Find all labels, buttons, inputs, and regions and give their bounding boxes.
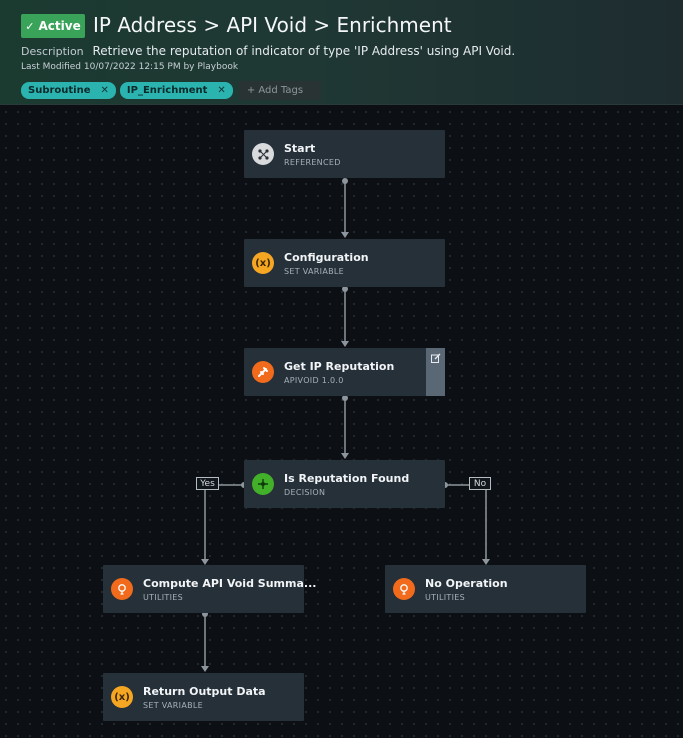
last-modified: Last Modified 10/07/2022 12:15 PM by Pla… [21,62,239,72]
tag-ip-enrichment[interactable]: IP_Enrichment ✕ [119,82,233,99]
node-compute-summary[interactable]: Compute API Void Summa... UTILITIES [103,565,316,613]
description-label: Description [21,45,84,58]
edge-label-no[interactable]: No [469,477,491,490]
variable-icon: (x) [111,686,133,708]
node-title: Start [284,141,316,155]
tag-subroutine[interactable]: Subroutine ✕ [21,82,116,99]
tag-list: Subroutine ✕ IP_Enrichment ✕ + Add Tags [21,81,321,100]
edge-label-yes[interactable]: Yes [196,477,219,490]
connector-icon [252,361,274,383]
port [342,178,348,184]
node-get-ip-reputation[interactable]: Get IP Reputation APIVOID 1.0.0 [244,348,445,396]
node-type: SET VARIABLE [143,700,203,710]
arrow-head [341,453,349,459]
utilities-icon [393,578,415,600]
node-type: UTILITIES [143,592,183,602]
edge-decision-no [445,484,487,561]
node-start[interactable]: Start REFERENCED [244,130,445,178]
node-type: UTILITIES [425,592,465,602]
check-icon: ✓ [25,19,35,33]
tag-label: Subroutine [28,85,91,96]
arrow-head [341,341,349,347]
arrow-head [201,666,209,672]
description-row: Description Retrieve the reputation of i… [21,44,515,58]
arrow-head [341,232,349,238]
node-title: Return Output Data [143,684,266,698]
node-configuration[interactable]: (x) Configuration SET VARIABLE [244,239,445,287]
tag-label: IP_Enrichment [126,85,208,96]
arrow-head [482,559,490,565]
port [342,395,348,401]
node-type: REFERENCED [284,157,341,167]
node-title: Get IP Reputation [284,359,395,373]
node-no-operation[interactable]: No Operation UTILITIES [385,565,586,613]
port [342,286,348,292]
variable-icon: (x) [252,252,274,274]
node-title: Compute API Void Summa... [143,576,317,590]
remove-tag-icon[interactable]: ✕ [100,85,109,96]
remove-tag-icon[interactable]: ✕ [217,85,226,96]
node-title: Is Reputation Found [284,471,410,485]
start-icon [252,143,274,165]
decision-icon [252,473,274,495]
edit-node-button[interactable] [426,348,445,396]
edit-icon [430,353,440,363]
status-label: Active [38,19,81,33]
node-title: No Operation [425,576,508,590]
edge-decision-yes [204,484,244,561]
description-text[interactable]: Retrieve the reputation of indicator of … [92,44,516,58]
node-type: DECISION [284,487,326,497]
status-badge[interactable]: ✓ Active [21,14,85,38]
node-is-reputation-found[interactable]: Is Reputation Found DECISION [244,460,445,508]
node-type: SET VARIABLE [284,266,344,276]
playbook-canvas[interactable] [0,106,683,738]
node-type: APIVOID 1.0.0 [284,375,344,385]
page-title: IP Address > API Void > Enrichment [93,13,452,37]
playbook-header: ✓ Active IP Address > API Void > Enrichm… [0,0,683,105]
arrow-head [201,559,209,565]
utilities-icon [111,578,133,600]
node-return-output[interactable]: (x) Return Output Data SET VARIABLE [103,673,304,721]
add-tags-input[interactable]: + Add Tags [238,81,321,100]
node-title: Configuration [284,250,369,264]
